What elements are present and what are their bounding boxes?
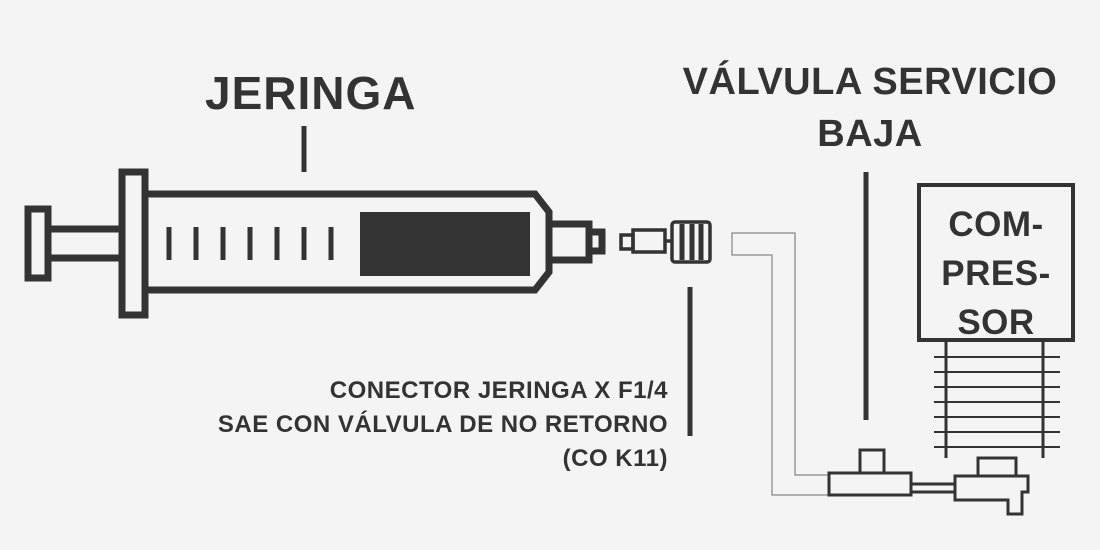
connector-illustration [619,220,712,264]
service-valve-label: VÁLVULA SERVICIO BAJA [680,56,1060,160]
syringe-plunger-rod [44,225,126,262]
connector-label-line1: CONECTOR JERINGA X F1/4 [329,377,668,404]
syringe-tip [585,228,606,255]
connector-label-line2: SAE CON VÁLVULA DE NO RETORNO [217,411,668,438]
compressor-label: COM- PRES- SOR [919,200,1073,347]
syringe-title: JERINGA [205,67,417,119]
compressor-cooling-fins [934,356,1060,448]
syringe-liquid-fill [360,212,530,276]
hose-outline [731,232,830,496]
compressor-label-line1: COM- [948,205,1044,244]
compressor-label-line3: SOR [957,303,1035,342]
service-valve-label-line2: BAJA [817,113,923,155]
syringe-illustration [24,168,606,319]
syringe-nozzle [545,220,593,264]
compressor-housing [917,183,1075,342]
syringe-barrel [141,190,553,294]
connector-label: CONECTOR JERINGA X F1/4 SAE CON VÁLVULA … [218,374,668,476]
connector-label-line3: (CO K11) [562,445,668,472]
compressor-illustration [917,183,1075,458]
syringe-graduation-marks [166,227,334,260]
compressor-label-line2: PRES- [941,254,1051,293]
service-valve-label-line1: VÁLVULA SERVICIO [682,61,1058,103]
service-valve-illustration [827,448,1030,516]
